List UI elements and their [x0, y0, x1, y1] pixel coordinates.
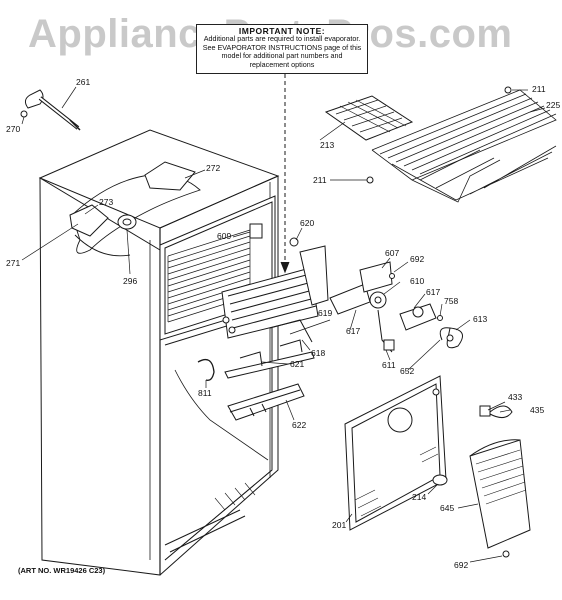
part-211-upper — [504, 86, 512, 94]
callout-618: 618 — [311, 348, 326, 358]
callout-621: 621 — [290, 359, 305, 369]
part-645 — [469, 439, 531, 549]
part-692-upper — [389, 273, 395, 279]
callout-611: 611 — [382, 360, 396, 370]
part-620 — [289, 237, 299, 247]
part-211-lower — [366, 176, 374, 184]
callout-225: 225 — [546, 100, 561, 110]
water-line-261 — [20, 89, 81, 131]
part-214 — [432, 474, 448, 486]
callout-652: 652 — [400, 366, 415, 376]
part-272 — [144, 161, 196, 191]
part-811 — [197, 358, 215, 381]
callout-273: 273 — [99, 197, 114, 207]
cabinet — [38, 129, 280, 576]
important-note-box: IMPORTANT NOTE: Additional parts are req… — [196, 24, 368, 74]
callout-613: 613 — [473, 314, 488, 324]
callout-271: 271 — [6, 258, 21, 268]
part-622 — [227, 383, 305, 421]
part-225 — [371, 89, 557, 203]
callout-211-lower: 211 — [313, 175, 327, 185]
part-621 — [224, 339, 315, 379]
part-619 — [221, 245, 329, 339]
callout-201: 201 — [332, 520, 347, 530]
callout-610: 610 — [410, 276, 425, 286]
callout-617-left: 617 — [346, 326, 361, 336]
part-213 — [324, 95, 414, 141]
part-692-lower — [502, 550, 510, 558]
callout-692-upper: 692 — [410, 254, 425, 264]
callout-435: 435 — [530, 405, 545, 415]
callout-609: 609 — [217, 231, 232, 241]
fan-assembly — [329, 261, 437, 353]
part-296 — [117, 214, 137, 230]
callout-270: 270 — [6, 124, 21, 134]
art-number: (ART NO. WR19426 C23) — [18, 566, 106, 575]
part-758 — [437, 315, 443, 321]
part-613 — [439, 327, 463, 349]
callout-758: 758 — [444, 296, 459, 306]
note-title: IMPORTANT NOTE: — [238, 26, 326, 36]
callout-433: 433 — [508, 392, 523, 402]
callout-617-right: 617 — [426, 287, 441, 297]
note-body: Additional parts are required to install… — [202, 34, 362, 69]
callout-296: 296 — [123, 276, 138, 286]
callout-607: 607 — [385, 248, 400, 258]
callout-619: 619 — [318, 308, 333, 318]
part-609 — [249, 223, 263, 239]
callout-214: 214 — [412, 492, 427, 502]
leader-lines — [21, 86, 546, 563]
part-618 — [269, 319, 313, 343]
callout-622: 622 — [292, 420, 307, 430]
callout-213: 213 — [320, 140, 335, 150]
callout-645: 645 — [440, 503, 455, 513]
part-201 — [344, 375, 447, 531]
callout-811: 811 — [198, 388, 212, 398]
callout-211-upper: 211 — [532, 84, 546, 94]
part-273 — [69, 204, 109, 237]
callout-620: 620 — [300, 218, 315, 228]
callout-272: 272 — [206, 163, 221, 173]
part-433-435 — [479, 405, 513, 418]
callout-692-lower: 692 — [454, 560, 469, 570]
callout-261: 261 — [76, 77, 91, 87]
